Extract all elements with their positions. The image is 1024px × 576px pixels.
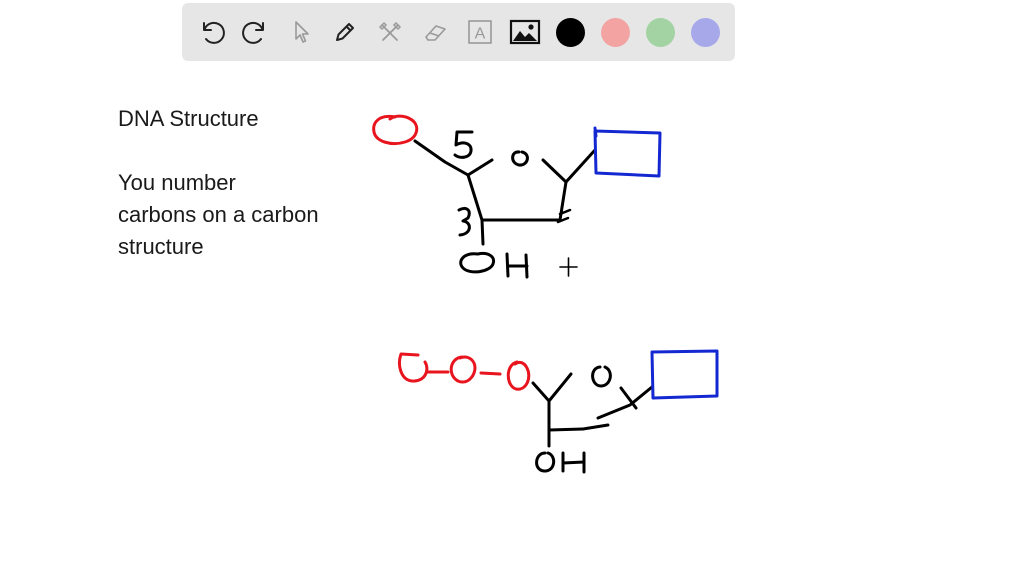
top-oh-bond [480, 218, 485, 246]
bottom-ring-bond-left [547, 399, 585, 432]
bottom-oh-h [561, 451, 586, 474]
tools-icon [378, 21, 402, 41]
bottom-oh-o [535, 451, 556, 473]
undo-icon [203, 21, 225, 44]
note-title: DNA Structure [118, 106, 259, 131]
bottom-phosphate-circle-1 [397, 352, 429, 383]
undo-button[interactable] [191, 12, 231, 52]
top-base-rectangle [593, 126, 662, 178]
cursor-icon [295, 21, 309, 43]
redo-button[interactable] [236, 12, 276, 52]
tools-button[interactable] [370, 12, 410, 52]
top-phosphate-circle [372, 114, 419, 146]
top-tick-marks [556, 208, 572, 224]
bottom-base-bond [596, 385, 654, 420]
bottom-base-rectangle [650, 349, 719, 400]
redo-icon [242, 21, 264, 44]
crosshair-cursor-icon [559, 257, 578, 277]
text-note[interactable]: DNA Structure You number carbons on a ca… [118, 103, 378, 263]
bottom-sugar-structure [397, 349, 719, 474]
drawing-toolbar: A [182, 3, 735, 61]
text-icon: A [468, 20, 492, 44]
image-tool-button[interactable] [505, 12, 545, 52]
select-tool-button[interactable] [281, 12, 321, 52]
bottom-phosphate-circle-2 [449, 355, 477, 384]
bottom-ring-bond-bottom [581, 423, 610, 431]
top-label-three [457, 206, 471, 237]
bottom-ring-bond-top [531, 372, 573, 403]
top-oh-h [505, 252, 529, 279]
color-swatch-green[interactable] [646, 18, 675, 47]
top-ring-bond-left [466, 158, 494, 177]
color-swatch-blue[interactable] [691, 18, 720, 47]
eraser-tool-button[interactable] [415, 12, 455, 52]
pen-tool-button[interactable] [325, 12, 365, 52]
top-oh-o [459, 252, 496, 274]
pen-icon [336, 23, 354, 41]
top-label-five [453, 130, 474, 159]
top-ring-bond-c4-c3 [466, 173, 484, 222]
color-swatch-red[interactable] [601, 18, 630, 47]
top-base-bond [564, 148, 597, 184]
text-tool-letter: A [475, 26, 486, 43]
bottom-oxygen-label [591, 365, 612, 388]
image-icon [509, 19, 541, 45]
bottom-phosphate-circle-3 [506, 360, 531, 391]
top-c5-bond [413, 139, 470, 177]
text-tool-button[interactable]: A [460, 12, 500, 52]
top-oxygen-label [511, 150, 529, 167]
color-swatch-black[interactable] [556, 18, 585, 47]
eraser-icon [425, 25, 446, 41]
top-ring-bond-oxygen [541, 158, 568, 184]
bottom-phosphate-bond-2 [479, 371, 502, 376]
note-body: You number carbons on a carbon structure [118, 170, 319, 259]
top-sugar-structure [372, 114, 662, 279]
bottom-ring-bond-oxygen [619, 386, 638, 410]
